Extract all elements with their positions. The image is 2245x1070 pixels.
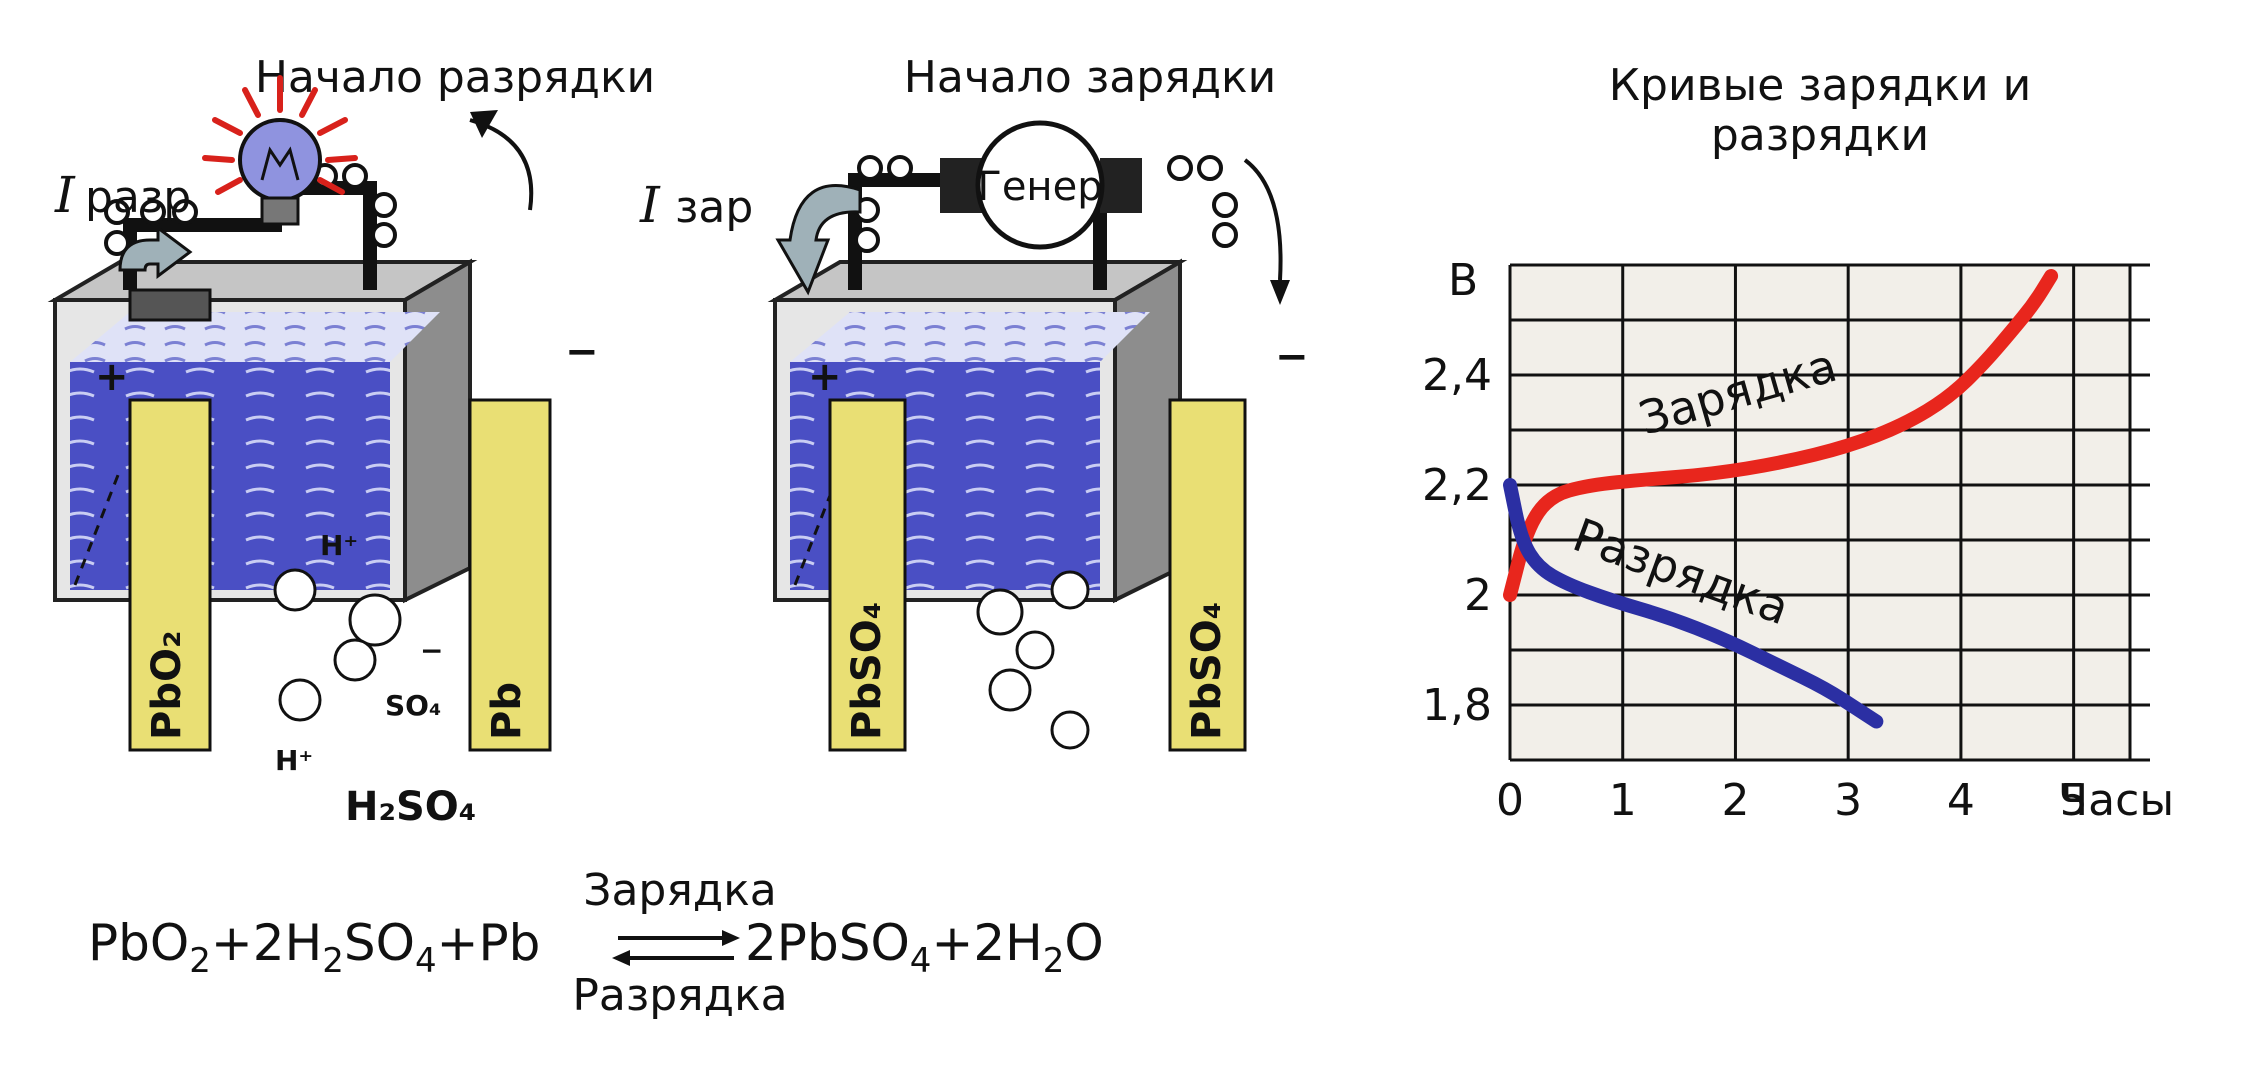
generator-label: Генер bbox=[977, 164, 1102, 210]
discharge-current-subscript: разр bbox=[85, 172, 191, 223]
charge-current-arrow-icon bbox=[775, 184, 862, 296]
discharge-electrolyte bbox=[70, 362, 390, 590]
equation-charge-label: Зарядка bbox=[583, 865, 777, 916]
charge-left-electrode bbox=[828, 398, 907, 752]
charge-right-electrode bbox=[1168, 398, 1247, 752]
chart-x-tick-label: 5 bbox=[2060, 775, 2088, 826]
chart-title-line1: Кривые зарядки и bbox=[1609, 60, 2031, 111]
reaction-equation: Зарядка Разрядка PbO2+2H2SO4+Pb 2PbSO4+2… bbox=[88, 865, 1104, 1021]
discharge-left-electrode-label: PbO₂ bbox=[144, 631, 190, 740]
chart-y-tick-label: 2 bbox=[1464, 570, 1492, 621]
eq-l1: 2 bbox=[189, 941, 211, 981]
charge-left-electrode-label: PbSO₄ bbox=[844, 602, 890, 740]
eq-r3: 2 bbox=[1043, 941, 1065, 981]
eq-l3: 2 bbox=[322, 941, 344, 981]
discharge-minus: − bbox=[565, 329, 599, 375]
chart-x-tick-label: 3 bbox=[1834, 775, 1862, 826]
light-bulb-icon bbox=[202, 75, 358, 226]
charge-current-symbol: I bbox=[639, 176, 661, 234]
equilibrium-arrows-icon bbox=[612, 930, 740, 966]
voltage-chart: Кривые зарядки и разрядки 0 1 2 3 4 5 1,8 2 2,2 2… bbox=[1422, 60, 2174, 826]
discharge-plus: + bbox=[95, 354, 129, 400]
chart-series bbox=[1503, 269, 2059, 729]
generator-icon bbox=[940, 120, 1142, 250]
eq-r0: 2PbSO bbox=[745, 914, 910, 972]
chart-title-line2: разрядки bbox=[1711, 110, 1929, 161]
chart-y-label: В bbox=[1448, 255, 1478, 306]
eq-r1: 4 bbox=[910, 941, 932, 981]
charge-current-subscript: зар bbox=[675, 182, 753, 233]
discharge-ion-h-top: H⁺ bbox=[320, 529, 358, 562]
charge-panel: Начало зарядки Генер I зар bbox=[639, 52, 1309, 752]
eq-l4: SO bbox=[344, 914, 415, 972]
equation-right: 2PbSO4+2H2O bbox=[745, 914, 1104, 981]
eq-l2: +2H bbox=[211, 914, 322, 972]
charge-battery bbox=[767, 258, 1188, 604]
discharge-ion-h-bottom: H⁺ bbox=[275, 744, 313, 777]
eq-l0: PbO bbox=[88, 914, 189, 972]
chart-x-tick-label: 4 bbox=[1947, 775, 1975, 826]
discharge-panel: Начало разрядки bbox=[47, 52, 655, 830]
chart-y-tick-label: 1,8 bbox=[1422, 680, 1492, 731]
chart-y-tick-label: 2,4 bbox=[1422, 350, 1492, 401]
chart-x-tick-label: 2 bbox=[1721, 775, 1749, 826]
discharge-electrolyte-label: H₂SO₄ bbox=[345, 784, 476, 830]
charge-title: Начало зарядки bbox=[904, 52, 1276, 103]
discharge-title: Начало разрядки bbox=[255, 52, 655, 103]
charge-wire-insulators bbox=[854, 155, 1238, 253]
chart-plot-area bbox=[1510, 265, 2130, 760]
charge-curve-line bbox=[1503, 269, 2059, 602]
discharge-ion-so4: SO₄ bbox=[385, 689, 441, 722]
discharge-ion-so4-charge: − bbox=[420, 634, 443, 667]
discharge-right-electrode bbox=[468, 398, 552, 752]
charge-right-electrode-label: PbSO₄ bbox=[1184, 602, 1230, 740]
chart-x-tick-label: 0 bbox=[1496, 775, 1524, 826]
chart-ticks: 0 1 2 3 4 5 1,8 2 2,2 2,4 bbox=[1422, 350, 2088, 826]
discharge-curve-line bbox=[1503, 478, 1884, 729]
eq-r4: O bbox=[1064, 914, 1103, 972]
eq-l6: +Pb bbox=[437, 914, 541, 972]
chart-x-tick-label: 1 bbox=[1609, 775, 1637, 826]
eq-l5: 4 bbox=[415, 941, 437, 981]
equation-left: PbO2+2H2SO4+Pb bbox=[88, 914, 540, 981]
charge-plus: + bbox=[808, 354, 842, 400]
discharge-current-arrow-icon bbox=[118, 225, 193, 279]
eq-r2: +2H bbox=[931, 914, 1042, 972]
discharge-right-electrode-label: Pb bbox=[484, 682, 530, 740]
discharge-current-symbol: I bbox=[54, 166, 76, 224]
discharge-left-electrode bbox=[128, 288, 212, 752]
equation-discharge-label: Разрядка bbox=[572, 970, 787, 1021]
discharge-battery bbox=[47, 258, 478, 604]
chart-x-label: Часы bbox=[2058, 775, 2174, 826]
discharge-wire-insulators bbox=[104, 163, 397, 256]
chart-y-tick-label: 2,2 bbox=[1422, 460, 1492, 511]
charge-minus: − bbox=[1275, 334, 1309, 380]
